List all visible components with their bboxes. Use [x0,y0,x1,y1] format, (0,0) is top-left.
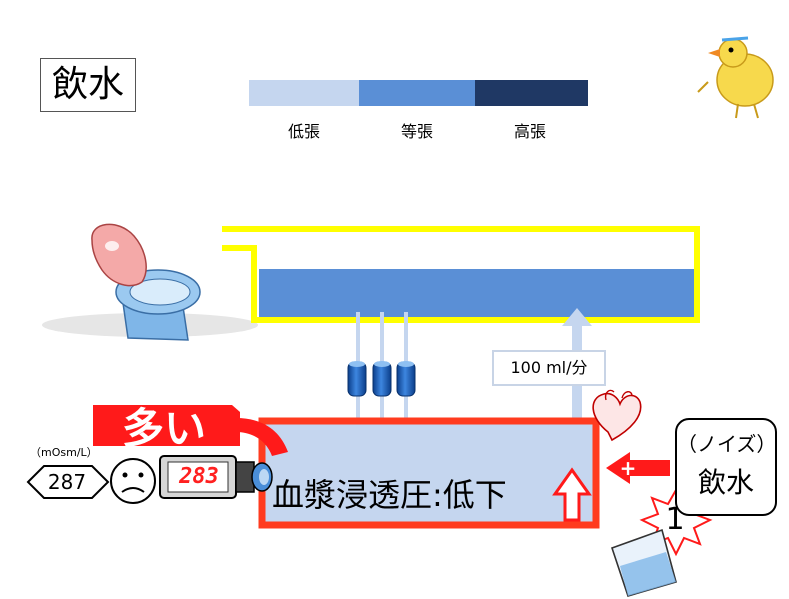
legend-swatch-isotonic [359,80,475,106]
flow-rate-label: 100 ml/分 [492,350,606,386]
plasma-compartment [258,417,600,529]
interstitial-tank [222,226,700,323]
noise-input-arrow [606,452,670,484]
measured-value: 283 [179,464,219,489]
upward-flow-arrow [562,308,592,452]
plasma-osmolality-label: 血漿浸透圧:低下 [272,476,507,514]
setpoint-value: 287 [47,470,87,494]
chick-icon [697,36,774,119]
legend-swatch-hypertonic [475,80,588,106]
noise-callout: （ノイズ） 飲水 [675,418,777,516]
legend-label-hypotonic: 低張 [287,122,320,141]
noise-drinking-label: 飲水 [697,466,754,499]
toilet-icon [42,223,258,341]
many-label: 多い [122,404,207,453]
sad-face-icon [110,458,156,504]
legend-label-isotonic: 等張 [400,122,433,141]
osmometer-icon [159,455,273,499]
aquaporin-icon [347,361,416,397]
osmolality-unit: （mOsm/L） [30,446,98,459]
setpoint-diamond [26,465,110,499]
plasma-up-arrow [552,467,592,522]
noise-label: （ノイズ） [677,432,777,456]
page-title: 飲水 [40,58,136,112]
heart-icon [592,389,642,442]
legend-label-hypertonic: 高張 [513,122,546,141]
many-banner [93,405,240,446]
glass-icon [610,528,677,597]
svg-text:+: + [620,456,637,480]
legend-swatch-hypotonic [249,80,359,106]
